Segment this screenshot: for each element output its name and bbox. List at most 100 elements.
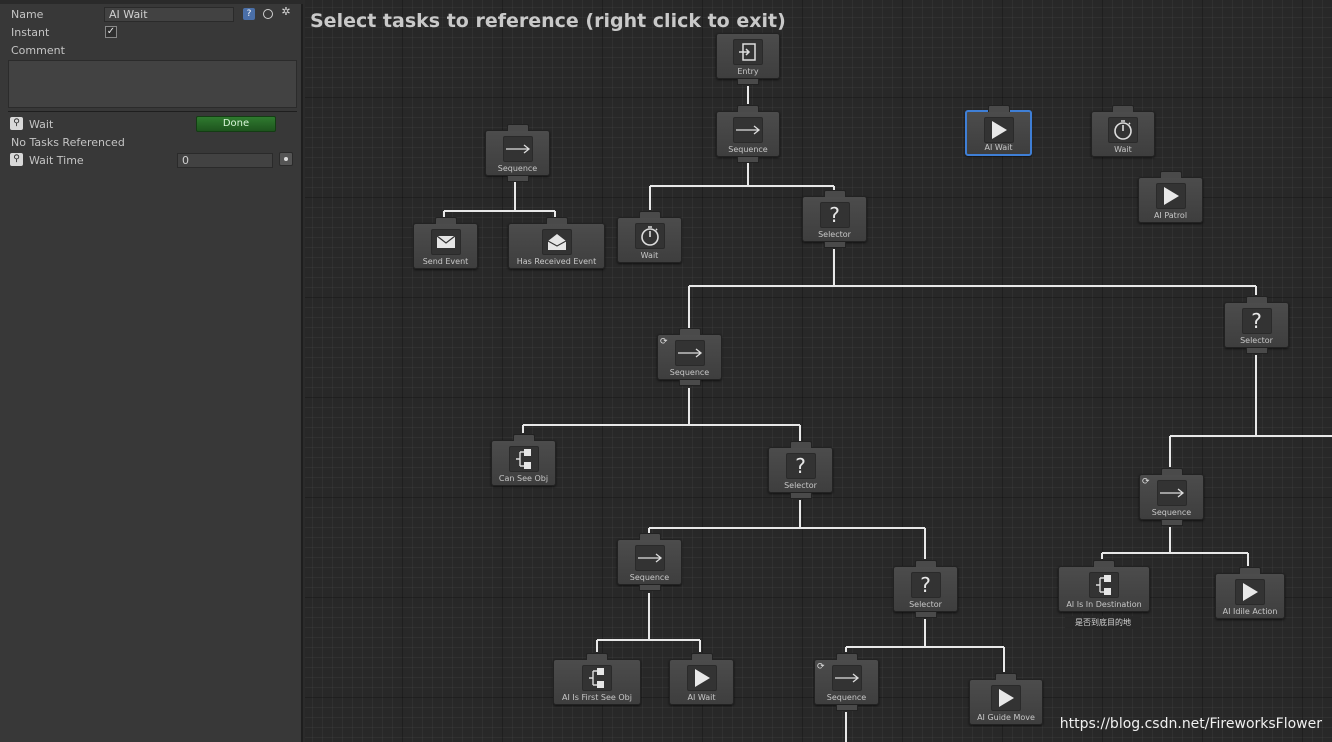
sequence-node[interactable]: Sequence bbox=[617, 533, 682, 591]
stopwatch-icon bbox=[1108, 117, 1138, 143]
sequence-arrow-icon bbox=[831, 665, 862, 691]
ai-wait-node[interactable]: AI Wait bbox=[669, 653, 734, 705]
node-label: AI Idile Action bbox=[1222, 607, 1278, 616]
output-port[interactable] bbox=[914, 612, 937, 618]
selector-node[interactable]: ? Selector bbox=[893, 560, 958, 618]
name-field[interactable]: AI Wait bbox=[104, 7, 234, 22]
output-port[interactable] bbox=[678, 380, 701, 386]
wait-time-field[interactable]: 0 bbox=[177, 153, 273, 168]
input-port[interactable] bbox=[914, 560, 937, 567]
abort-icon: ⟳ bbox=[817, 662, 825, 672]
node-label: Sequence bbox=[497, 164, 538, 173]
ai-wait-node-selected[interactable]: AI Wait bbox=[965, 105, 1032, 156]
input-port[interactable] bbox=[638, 533, 661, 540]
wait-node[interactable]: Wait bbox=[1091, 105, 1155, 157]
ai-is-in-destination-node[interactable]: AI Is In Destination bbox=[1058, 560, 1150, 612]
graph-title: Select tasks to reference (right click t… bbox=[310, 10, 786, 32]
sequence-node[interactable]: Sequence bbox=[716, 105, 780, 163]
input-port[interactable] bbox=[987, 105, 1010, 112]
output-port[interactable] bbox=[1160, 520, 1183, 526]
entry-icon bbox=[733, 39, 763, 65]
input-port[interactable] bbox=[678, 328, 701, 335]
input-port[interactable] bbox=[545, 217, 568, 224]
input-port[interactable] bbox=[995, 673, 1017, 680]
output-port[interactable] bbox=[737, 157, 759, 163]
input-port[interactable] bbox=[1160, 468, 1183, 475]
input-port[interactable] bbox=[434, 217, 457, 224]
sequence-node[interactable]: ⟳ Sequence bbox=[1139, 468, 1204, 526]
breakpoint-icon[interactable] bbox=[263, 9, 273, 19]
sequence-node[interactable]: ⟳ Sequence bbox=[814, 653, 879, 711]
question-mark-icon: ? bbox=[1241, 308, 1272, 334]
magnifier-icon[interactable]: ⚲ bbox=[10, 117, 23, 130]
node-label: Sequence bbox=[669, 368, 710, 377]
input-port[interactable] bbox=[835, 653, 858, 660]
selector-node[interactable]: ? Selector bbox=[802, 190, 867, 248]
input-port[interactable] bbox=[506, 124, 529, 131]
sequence-node[interactable]: Sequence bbox=[485, 124, 550, 182]
node-label: Selector bbox=[818, 230, 851, 239]
node-label: AI Wait bbox=[984, 143, 1013, 152]
input-port[interactable] bbox=[789, 441, 812, 448]
question-mark-icon: ? bbox=[785, 453, 816, 479]
node-label: Selector bbox=[909, 600, 942, 609]
input-port[interactable] bbox=[1239, 567, 1261, 574]
input-port[interactable] bbox=[1159, 171, 1182, 178]
connection-lines bbox=[443, 86, 1332, 742]
entry-node[interactable]: Entry bbox=[716, 33, 780, 85]
magnifier-icon[interactable]: ⚲ bbox=[10, 153, 23, 166]
can-see-obj-node[interactable]: Can See Obj bbox=[491, 434, 556, 486]
watermark-text: https://blog.csdn.net/FireworksFlower bbox=[1059, 716, 1322, 732]
play-icon bbox=[686, 665, 717, 691]
input-port[interactable] bbox=[1112, 105, 1134, 112]
help-icon[interactable]: ? bbox=[243, 8, 255, 20]
entry-output-port[interactable] bbox=[737, 79, 759, 85]
node-label: Sequence bbox=[826, 693, 867, 702]
output-port[interactable] bbox=[506, 176, 529, 182]
input-port[interactable] bbox=[1245, 296, 1268, 303]
input-port[interactable] bbox=[1093, 560, 1115, 567]
node-label: Wait bbox=[640, 251, 659, 260]
wait-time-label: Wait Time bbox=[29, 154, 84, 167]
abort-icon: ⟳ bbox=[660, 337, 668, 347]
input-port[interactable] bbox=[638, 211, 661, 218]
inspector-separator bbox=[8, 111, 297, 112]
comment-textarea[interactable] bbox=[8, 60, 297, 108]
no-tasks-text: No Tasks Referenced bbox=[11, 136, 125, 149]
sequence-node[interactable]: ⟳ Sequence bbox=[657, 328, 722, 386]
name-label: Name bbox=[11, 8, 44, 21]
abort-icon: ⟳ bbox=[1142, 477, 1150, 487]
ai-is-first-see-obj-node[interactable]: AI Is First See Obj bbox=[553, 653, 641, 705]
node-label: Selector bbox=[1240, 336, 1273, 345]
has-received-event-node[interactable]: Has Received Event bbox=[508, 217, 605, 269]
send-event-node[interactable]: Send Event bbox=[413, 217, 478, 269]
node-label: Selector bbox=[784, 481, 817, 490]
input-port[interactable] bbox=[690, 653, 713, 660]
input-port[interactable] bbox=[586, 653, 608, 660]
input-port[interactable] bbox=[512, 434, 535, 441]
output-port[interactable] bbox=[835, 705, 858, 711]
done-button[interactable]: Done bbox=[196, 116, 276, 132]
behavior-tree-graph[interactable]: Select tasks to reference (right click t… bbox=[305, 0, 1332, 742]
gear-icon[interactable]: ✲ bbox=[281, 5, 291, 18]
shared-variable-button[interactable] bbox=[279, 152, 293, 166]
ai-patrol-node[interactable]: AI Patrol bbox=[1138, 171, 1203, 223]
output-port[interactable] bbox=[1245, 348, 1268, 354]
node-label: Can See Obj bbox=[498, 474, 549, 483]
selector-node[interactable]: ? Selector bbox=[1224, 296, 1289, 354]
condition-icon bbox=[508, 446, 539, 472]
output-port[interactable] bbox=[638, 585, 661, 591]
ai-idle-action-node[interactable]: AI Idile Action bbox=[1215, 567, 1285, 619]
wait-node[interactable]: Wait bbox=[617, 211, 682, 263]
selector-node[interactable]: ? Selector bbox=[768, 441, 833, 499]
ai-guide-move-node[interactable]: AI Guide Move bbox=[969, 673, 1043, 725]
sequence-arrow-icon bbox=[502, 136, 533, 162]
condition-icon bbox=[1089, 572, 1119, 598]
output-port[interactable] bbox=[823, 242, 846, 248]
input-port[interactable] bbox=[737, 105, 759, 112]
input-port[interactable] bbox=[823, 190, 846, 197]
comment-label: Comment bbox=[11, 44, 65, 57]
inspector-top-strip bbox=[0, 0, 303, 4]
instant-checkbox[interactable]: ✓ bbox=[105, 26, 117, 38]
output-port[interactable] bbox=[789, 493, 812, 499]
